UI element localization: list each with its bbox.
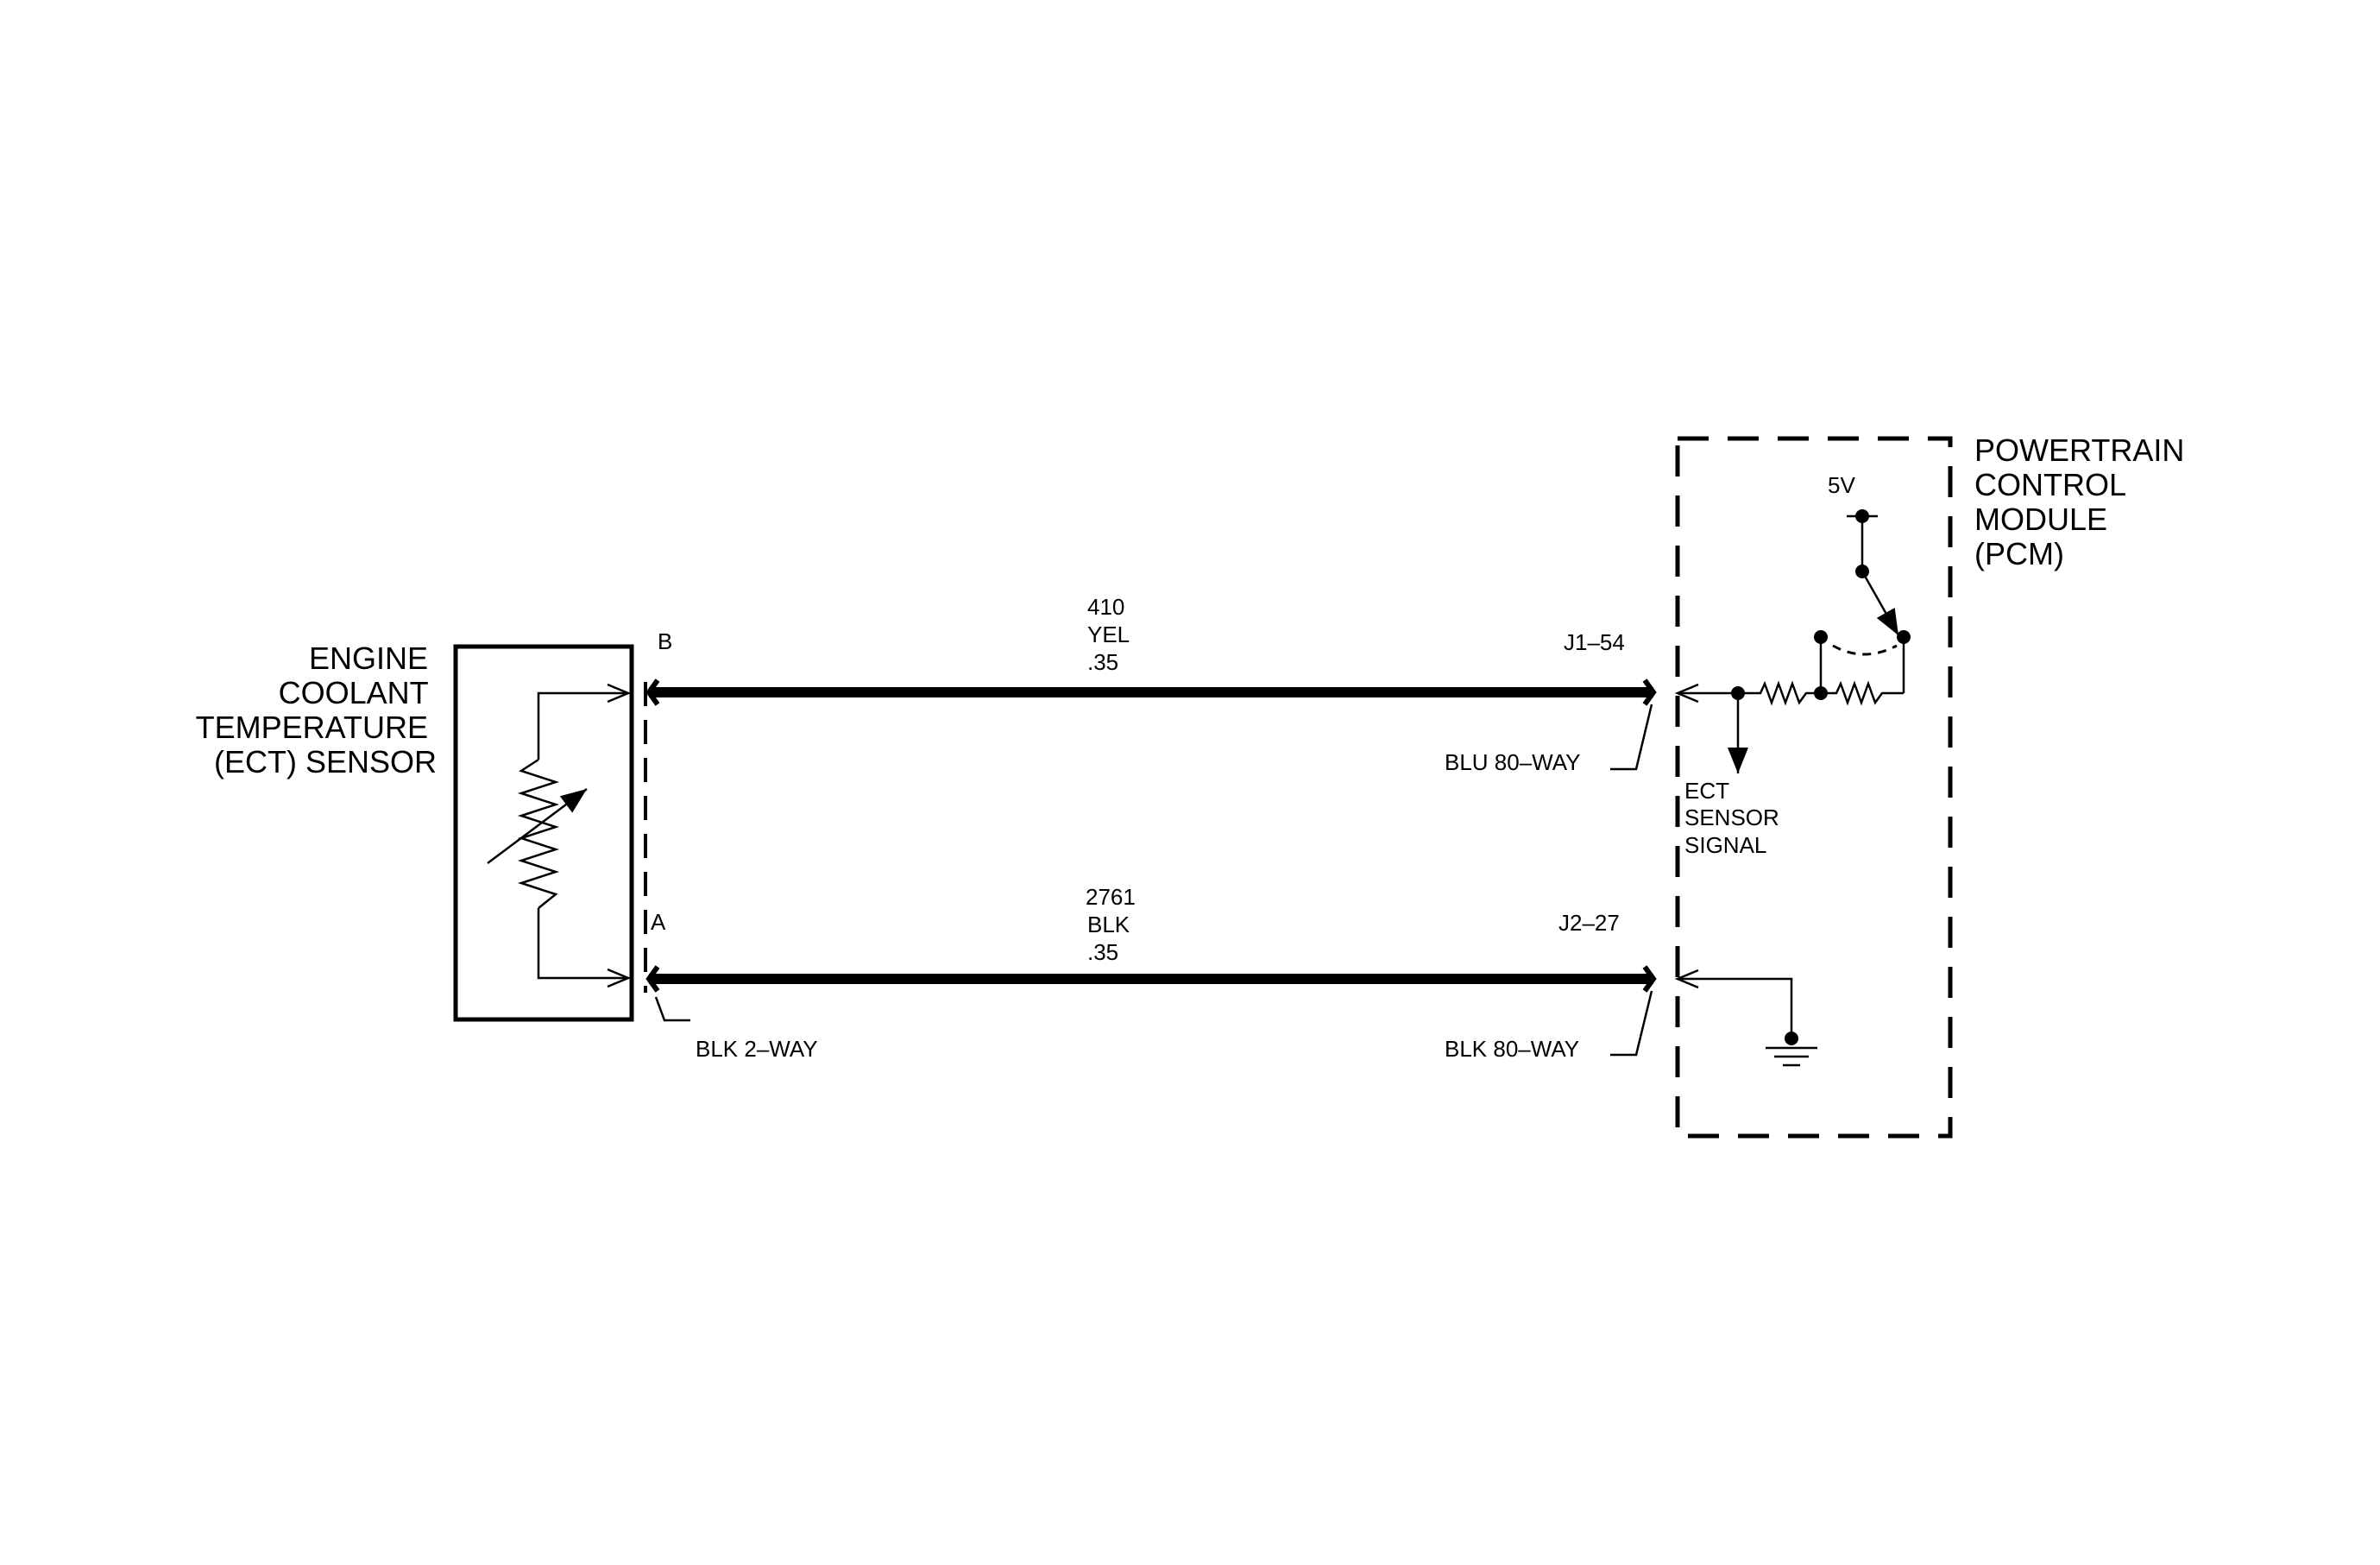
pcm-pin-j1-54-label: J1–54 [1564, 629, 1625, 655]
wire-2761-terminal-right [1642, 965, 1657, 993]
pullup-resistor-1 [1735, 680, 1821, 706]
svg-text:POWERTRAIN CONTROL: POWERTRAIN CONTROL MODULE (PCM) [1974, 432, 2193, 571]
wire-410-gauge: .35 [1087, 649, 1118, 675]
sensor-pin-a-label: A [651, 909, 666, 935]
reference-voltage-label: 5V [1828, 472, 1855, 498]
wire-410-color: YEL [1087, 622, 1130, 647]
wire-410-terminal-right [1642, 678, 1657, 706]
switch-arm [1861, 571, 1900, 636]
wire-circuit-410: 410 YEL .35 J1–54 BLU 80–WAY [645, 594, 1657, 775]
svg-text:ECT SENSOR SIGNAL: ECT SENSOR SIGNAL [1684, 778, 1785, 858]
switch-travel-dashed [1832, 644, 1898, 656]
wire-410-circuit-number: 410 [1087, 594, 1124, 620]
pcm-connector-blu-label: BLU 80–WAY [1445, 749, 1581, 775]
sensor-label-line: ENGINE [309, 641, 428, 676]
pcm-module: POWERTRAIN CONTROL MODULE (PCM) 5V ECT S… [1674, 432, 2193, 1139]
sensor-label-line: (ECT) SENSOR [214, 744, 437, 779]
wire-2761-circuit-number: 2761 [1086, 884, 1136, 910]
pullup-resistor-2 [1821, 680, 1904, 706]
wire-410-terminal-left [645, 678, 660, 706]
sensor-label-line: COOLANT [279, 675, 429, 710]
pcm-label-line: (PCM) [1974, 536, 2064, 571]
wire-2761-gauge: .35 [1087, 939, 1118, 965]
svg-text:410 YEL .35: 410 YEL .35 [1087, 594, 1135, 675]
wire-2761-color: BLK [1087, 912, 1130, 937]
ground-icon [1766, 1046, 1817, 1067]
pcm-label-line: POWERTRAIN [1974, 432, 2184, 468]
sensor-housing [453, 644, 634, 1022]
pcm-connector-leader-blk [1610, 990, 1653, 1057]
pcm-input-j2-27 [1674, 969, 1793, 1038]
pcm-connector-blk-label: BLK 80–WAY [1445, 1036, 1579, 1062]
sensor-internal-lead-a [537, 908, 632, 988]
wire-2761-terminal-left [645, 965, 660, 993]
thermistor-variable-arrow [487, 787, 588, 865]
signal-label-line: ECT [1684, 778, 1729, 804]
thermistor-resistor [517, 758, 560, 909]
pcm-connector-leader-blu [1610, 704, 1653, 771]
sensor-internal-lead-b [537, 683, 632, 760]
ect-sensor: ENGINE COOLANT TEMPERATURE (ECT) SENSOR … [196, 628, 818, 1062]
sensor-connector-label: BLK 2–WAY [696, 1036, 818, 1062]
pcm-label-line: MODULE [1974, 502, 2107, 537]
svg-text:ENGINE COOLANT TEM: ENGINE COOLANT TEMPERATURE (ECT) SENSOR [196, 641, 437, 779]
pcm-pin-j2-27-label: J2–27 [1558, 910, 1620, 936]
signal-label-line: SIGNAL [1684, 832, 1766, 858]
pcm-label-line: CONTROL [1974, 467, 2125, 502]
sensor-connector-leader [654, 996, 690, 1022]
sensor-label-line: TEMPERATURE [196, 710, 428, 745]
sensor-pin-b-label: B [658, 628, 672, 654]
wire-circuit-2761: 2761 BLK .35 J2–27 BLK 80–WAY [645, 884, 1657, 1062]
svg-text:2761 BLK .35: 2761 BLK .35 [1086, 884, 1142, 965]
ground-node [1785, 1032, 1798, 1045]
pcm-boundary [1675, 436, 1953, 1139]
signal-label-line: SENSOR [1684, 805, 1779, 830]
resistor-junction-node [1814, 686, 1828, 700]
